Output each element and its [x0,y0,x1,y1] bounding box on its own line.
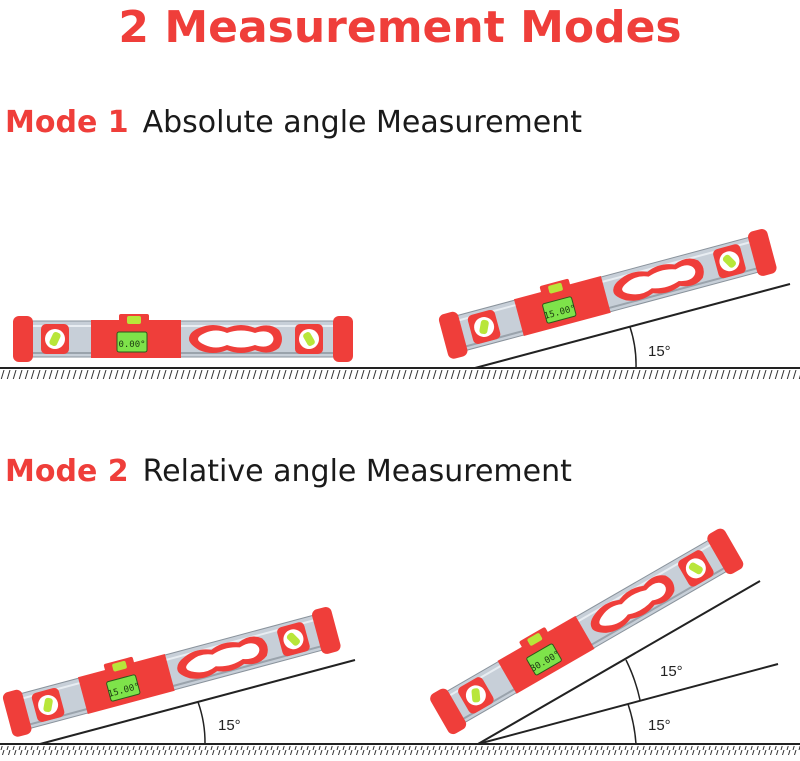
mode2-level-15: 15.00° [0,602,343,740]
mode2-left-angle-label: 15° [218,717,241,734]
mode2-label: Mode 2 [5,454,129,489]
page-title: 2 Measurement Modes [118,2,682,53]
mode2-upper-angle-arc [625,659,641,701]
mode1-label: Mode 1 [5,105,129,140]
mode2-heading: Mode 2 Relative angle Measurement [5,454,572,489]
mode1-level-flat: 0.00° [12,313,354,363]
mode2-level-30: 30.00° [426,523,747,738]
mode2-upper-angle-label: 15° [660,663,683,680]
mode1-heading: Mode 1 Absolute angle Measurement [5,105,582,140]
mode1-tilt-line [474,283,791,369]
mode1-level-tilted: 15.00° [436,224,779,362]
mode2-right-tilt-line [477,580,761,745]
mode1-left-display: 0.00° [118,340,145,350]
mode2-left-tilt-line [39,659,356,745]
mode1-description: Absolute angle Measurement [142,105,582,140]
mode1-ground [0,367,800,379]
mode1-angle-label: 15° [648,343,671,360]
mode2-description: Relative angle Measurement [142,454,572,489]
mode2-lower-angle-label: 15° [648,717,671,734]
mode1-angle-arc [629,326,637,369]
mode2-ground [0,743,800,755]
mode2-lower-angle-arc [627,703,637,745]
mode2-left-angle-arc [197,701,206,745]
